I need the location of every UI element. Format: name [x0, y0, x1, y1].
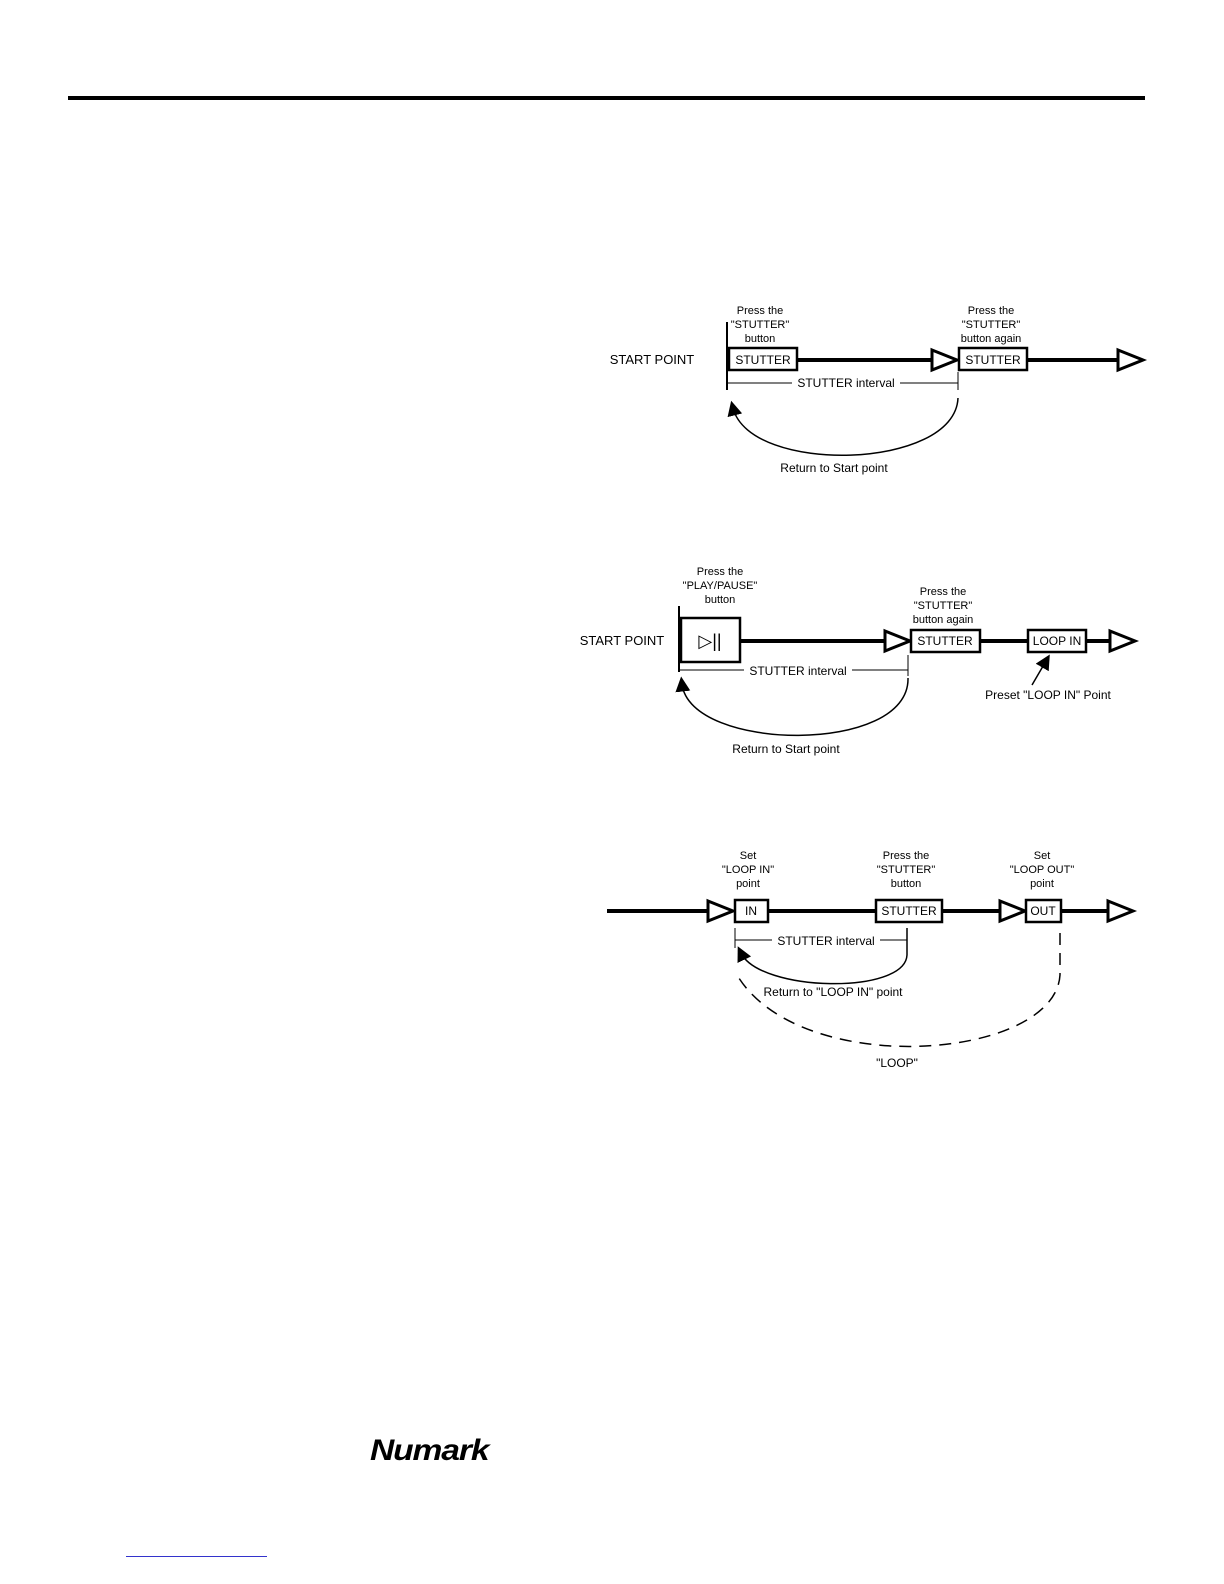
d1-arrow-a	[930, 347, 962, 373]
d2-stutter-button	[909, 628, 982, 654]
d3-set-out-line1: Set	[1034, 850, 1051, 862]
d2-press-line3: button	[705, 594, 736, 606]
d2-arrow-b	[1108, 628, 1140, 654]
d3-set-out-line3: point	[1030, 878, 1054, 890]
d2-play-pause-icon: ▷||	[698, 631, 721, 651]
d2-interval-label: STUTTER interval	[749, 664, 846, 678]
d3-set-in-line1: Set	[740, 850, 757, 862]
d1-return-label: Return to Start point	[780, 461, 888, 475]
d2-return-arc	[675, 676, 909, 737]
d1-arrow-b	[1116, 347, 1148, 373]
d3-press-line1: Press the	[883, 850, 929, 862]
d3-arrow-c	[1106, 898, 1138, 924]
d2-arrow-a	[883, 628, 915, 654]
d3-interval-label: STUTTER interval	[777, 934, 874, 948]
d2-loop-in-button-label: LOOP IN	[1033, 634, 1081, 648]
diagram-2: START POINT Press the "PLAY/PAUSE" butto…	[580, 566, 1140, 756]
d1-stutter-button	[727, 346, 799, 372]
d1-stutter-button-2	[957, 346, 1029, 372]
d2-press2-line3: button again	[913, 614, 974, 626]
d3-in-button	[733, 898, 770, 924]
d2-start-point-label: START POINT	[580, 633, 665, 648]
d3-set-out-line2: "LOOP OUT"	[1010, 864, 1075, 876]
d3-press-line2: "STUTTER"	[877, 864, 936, 876]
d1-press2-line2: "STUTTER"	[962, 319, 1021, 331]
d2-preset-label: Preset "LOOP IN" Point	[985, 688, 1111, 702]
d3-out-button-label: OUT	[1030, 904, 1056, 918]
d2-return-label: Return to Start point	[732, 742, 840, 756]
d3-arrow-b	[998, 898, 1030, 924]
d2-play-pause-button	[679, 616, 742, 664]
d1-press-line1: Press the	[737, 305, 783, 317]
d2-press2-line2: "STUTTER"	[914, 600, 973, 612]
d3-stutter-button	[874, 898, 944, 924]
d3-set-in-line3: point	[736, 878, 760, 890]
d1-start-point-label: START POINT	[610, 352, 695, 367]
d1-stutter-button-2-label: STUTTER	[965, 353, 1021, 367]
d1-press-line2: "STUTTER"	[731, 319, 790, 331]
d3-arrow-a	[706, 898, 738, 924]
d3-stutter-button-label: STUTTER	[881, 904, 937, 918]
d3-set-in-line2: "LOOP IN"	[722, 864, 774, 876]
d3-return-label: Return to "LOOP IN" point	[763, 985, 903, 999]
footer-link-underline	[126, 1556, 267, 1557]
d1-press2-line1: Press the	[968, 305, 1014, 317]
d2-stutter-button-label: STUTTER	[917, 634, 973, 648]
d1-stutter-button-label: STUTTER	[735, 353, 791, 367]
d2-loop-in-button	[1026, 628, 1088, 654]
d3-loop-label: "LOOP"	[876, 1056, 918, 1070]
d2-press2-line1: Press the	[920, 586, 966, 598]
d3-press-line3: button	[891, 878, 922, 890]
d1-return-arc	[727, 397, 959, 457]
d3-return-arc	[737, 928, 908, 985]
d3-out-button	[1024, 898, 1063, 924]
d2-press-line1: Press the	[697, 566, 743, 578]
d2-press-line2: "PLAY/PAUSE"	[683, 580, 758, 592]
d2-preset-arrow	[1031, 654, 1050, 686]
d3-loop-arc	[736, 933, 1061, 1048]
d1-press2-line3: button again	[961, 333, 1022, 345]
d1-interval-label: STUTTER interval	[797, 376, 894, 390]
d1-press-line3: button	[745, 333, 776, 345]
d3-in-button-label: IN	[745, 904, 757, 918]
diagram-3: Set "LOOP IN" point Press the "STUTTER" …	[607, 850, 1138, 1070]
header-rule	[68, 96, 1145, 100]
diagram-1: START POINT Press the "STUTTER" button P…	[610, 305, 1148, 475]
numark-logo: Numark	[370, 1434, 490, 1467]
